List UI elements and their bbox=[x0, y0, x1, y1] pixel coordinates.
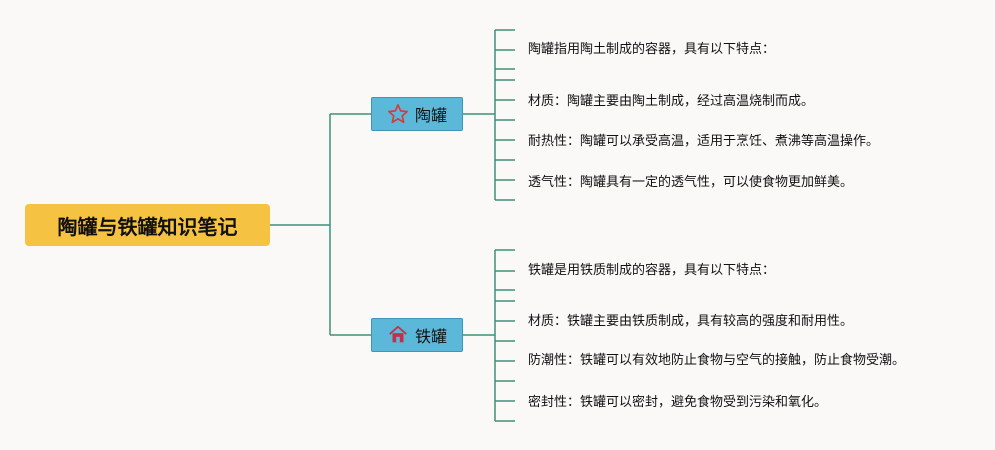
note-pottery-heat: 耐热性：陶罐可以承受高温，适用于烹饪、煮沸等高温操作。 bbox=[528, 134, 880, 149]
branch-iron[interactable]: 铁罐 bbox=[371, 318, 463, 352]
house-icon bbox=[387, 324, 409, 346]
note-iron-material: 材质：铁罐主要由铁质制成，具有较高的强度和耐用性。 bbox=[528, 314, 854, 329]
branch-pottery[interactable]: 陶罐 bbox=[371, 97, 463, 131]
note-iron-moisture: 防潮性：铁罐可以有效地防止食物与空气的接触，防止食物受潮。 bbox=[528, 353, 906, 368]
note-pottery-intro: 陶罐指用陶土制成的容器，具有以下特点： bbox=[528, 42, 776, 57]
branch-label: 陶罐 bbox=[414, 106, 447, 125]
star-icon bbox=[387, 103, 409, 125]
root-topic[interactable]: 陶罐与铁罐知识笔记 bbox=[25, 204, 270, 246]
note-iron-intro: 铁罐是用铁质制成的容器，具有以下特点： bbox=[528, 263, 776, 278]
note-pottery-material: 材质：陶罐主要由陶土制成，经过高温烧制而成。 bbox=[528, 94, 815, 109]
note-iron-seal: 密封性：铁罐可以密封，避免食物受到污染和氧化。 bbox=[528, 395, 828, 410]
root-title: 陶罐与铁罐知识笔记 bbox=[57, 214, 238, 239]
branch-label: 铁罐 bbox=[414, 327, 447, 346]
note-pottery-breath: 透气性：陶罐具有一定的透气性，可以使食物更加鲜美。 bbox=[528, 175, 854, 190]
